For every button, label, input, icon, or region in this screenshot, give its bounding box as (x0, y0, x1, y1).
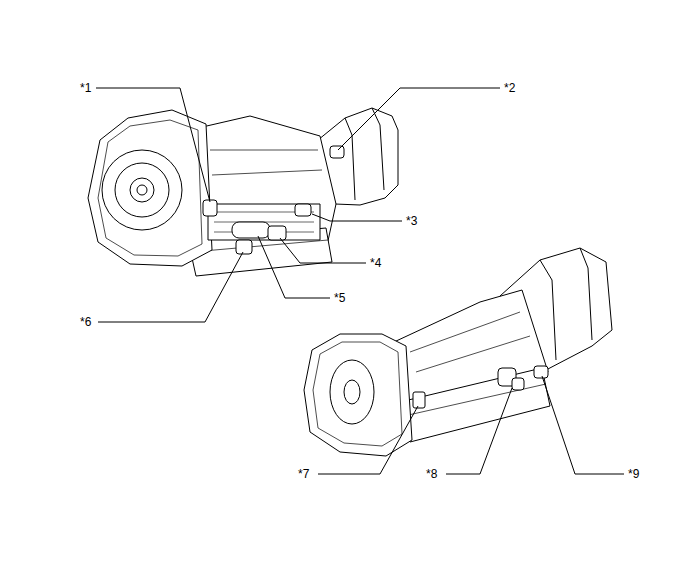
sensor (534, 366, 548, 378)
callout-number: *2 (503, 80, 516, 96)
solenoid (203, 200, 217, 216)
leader-line (280, 238, 366, 263)
callout-number: *1 (79, 80, 92, 96)
solenoid (295, 204, 311, 216)
bell-housing (88, 110, 212, 266)
leader-line (312, 214, 402, 221)
leader-line (338, 88, 500, 150)
transmission-case (198, 116, 336, 262)
solenoid (232, 222, 270, 238)
leader-line (96, 88, 210, 202)
solenoid (268, 226, 286, 240)
leader-line (258, 236, 330, 298)
callout-number: *4 (369, 255, 382, 271)
valve-body (208, 204, 320, 240)
leader-line (98, 252, 243, 322)
leader-line (446, 388, 512, 474)
bell-housing (304, 334, 412, 456)
callout-number: *7 (297, 466, 310, 482)
sensor (413, 392, 425, 408)
callout-number: *6 (79, 314, 92, 330)
callout-number: *9 (627, 466, 640, 482)
oil-pan (400, 368, 550, 442)
solenoid (236, 240, 252, 254)
torque-converter (102, 150, 182, 230)
speed-sensor (330, 146, 344, 158)
callout-number: *5 (333, 290, 346, 306)
leader-line (542, 376, 624, 474)
leader-line (318, 406, 418, 474)
callout-number: *3 (405, 213, 418, 229)
callout-number: *8 (425, 466, 438, 482)
leader-lines (96, 88, 624, 474)
sensor (512, 378, 524, 390)
